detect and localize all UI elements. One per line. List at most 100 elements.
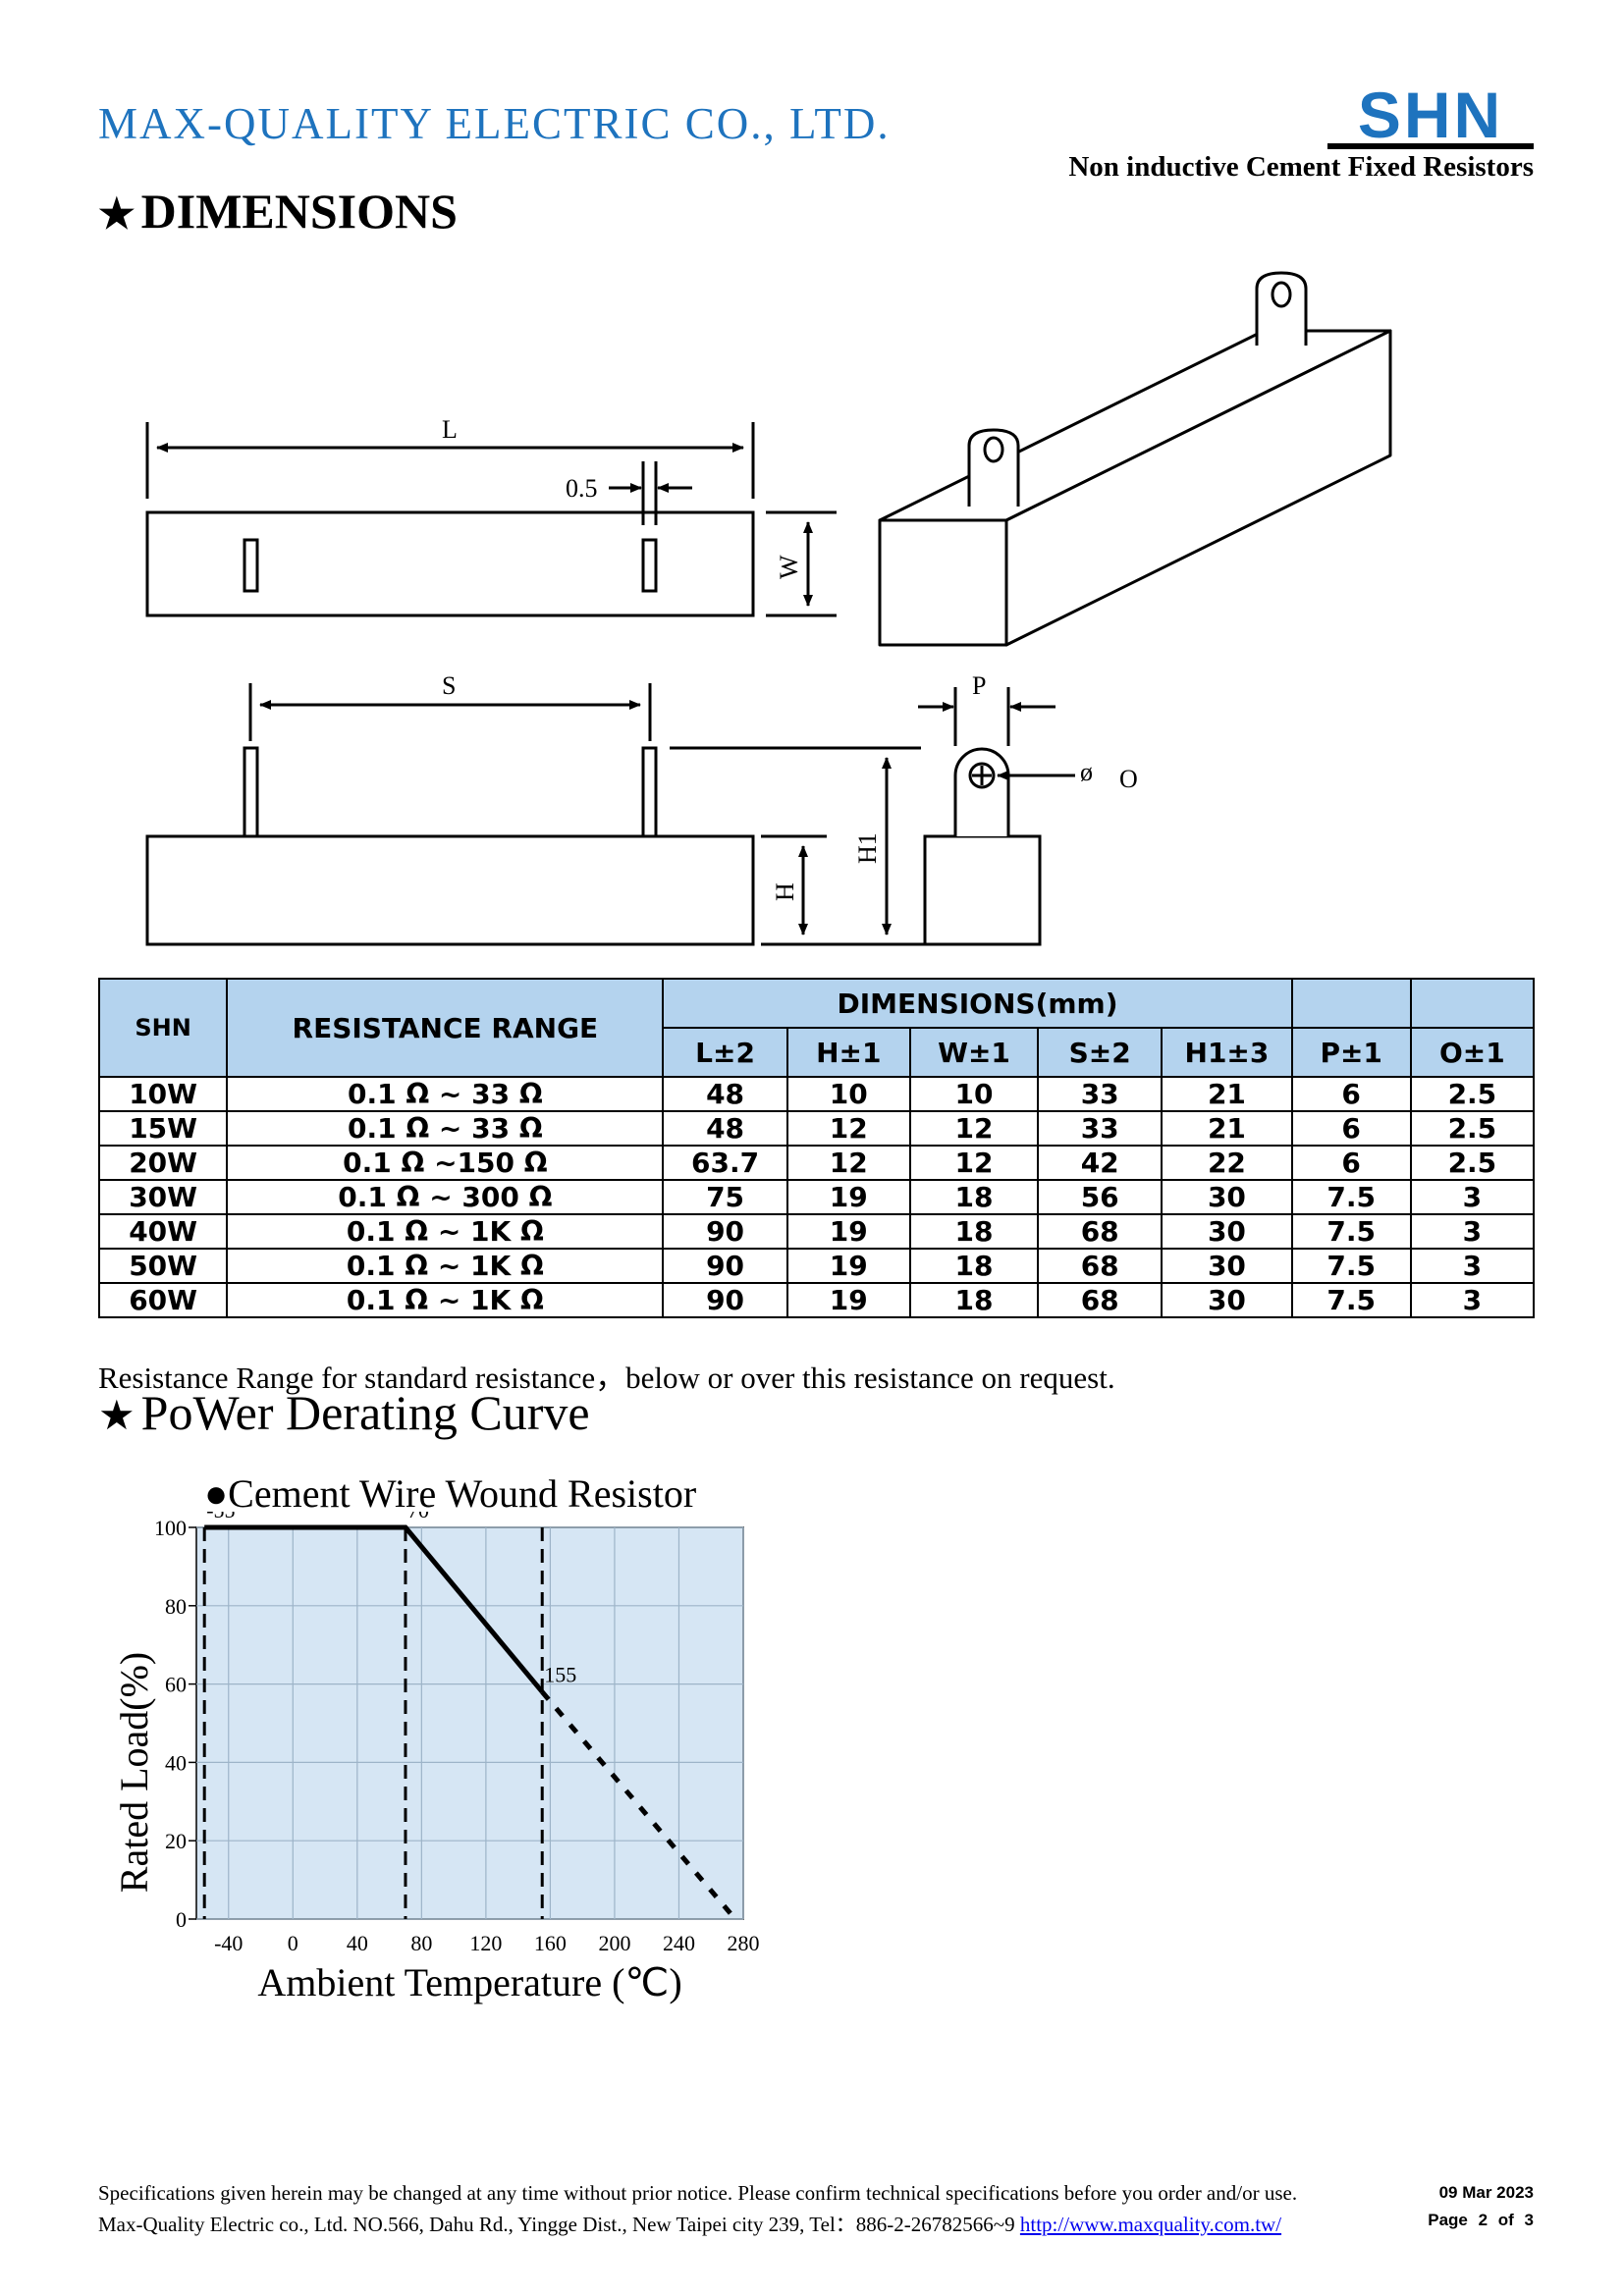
table-row: 15W 0.1 Ω ~ 33 Ω 48 12 12 33 21 6 2.5 [97,1110,1536,1147]
table-cell: 3 [1409,1179,1536,1215]
table-cell-range: 0.1 Ω ~ 1K Ω [226,1248,665,1284]
table-cell: 30 [1161,1213,1293,1250]
y-tick-label: 20 [165,1829,187,1853]
table-cell: 19 [785,1282,911,1318]
dim-label-H: H [771,882,799,901]
resistance-note: Resistance Range for standard resistance… [98,1361,1115,1395]
table-cell: 48 [662,1076,788,1112]
footer-disclaimer: Specifications given herein may be chang… [98,2181,1298,2205]
dimensions-heading: ★DIMENSIONS [98,183,458,240]
derating-heading: ★PoWer Derating Curve [98,1384,590,1441]
table-cell-model: 30W [97,1179,229,1215]
y-tick-label: 80 [165,1594,187,1619]
table-header-blank [1290,978,1412,1029]
chart-title: ●Cement Wire Wound Resistor [204,1471,697,1516]
table-cell: 2.5 [1409,1110,1536,1147]
footer-address: Max-Quality Electric co., Ltd. NO.566, D… [98,2209,1281,2238]
dim-label-L: L [442,415,458,444]
star-icon: ★ [98,192,135,238]
table-cell: 21 [1161,1076,1293,1112]
website-link[interactable]: http://www.maxquality.com.tw/ [1019,2213,1282,2236]
dimension-drawing: L 0.5 W S H H1 P ø O [145,271,1392,946]
end-view-body [923,834,1042,946]
x-axis-label: Ambient Temperature (℃) [257,1960,681,2004]
derating-title: PoWer Derating Curve [140,1385,590,1440]
table-header-column: P±1 [1290,1027,1412,1078]
table-cell: 12 [908,1145,1040,1181]
table-row: 10W 0.1 Ω ~ 33 Ω 48 10 10 33 21 6 2.5 [97,1076,1536,1112]
x-tick-label: 120 [469,1931,502,1955]
table-cell-model: 40W [97,1213,229,1250]
table-cell: 6 [1290,1076,1412,1112]
y-axis-label: Rated Load(%) [112,1652,156,1893]
table-cell: 48 [662,1110,788,1147]
dim-label-gap: 0.5 [566,474,598,503]
table-cell: 3 [1409,1248,1536,1284]
table-cell: 18 [908,1179,1040,1215]
series-line-dotted [540,1689,737,1921]
series-line-solid [204,1524,545,1694]
table-cell: 90 [662,1213,788,1250]
table-cell: 18 [908,1213,1040,1250]
table-cell: 3 [1409,1282,1536,1318]
dim-label-O: O [1119,765,1138,793]
table-cell: 19 [785,1179,911,1215]
footer-address-text: Max-Quality Electric co., Ltd. NO.566, D… [98,2213,1020,2236]
side-view-terminal-left [243,746,259,838]
x-tick-label: 200 [598,1931,630,1955]
company-name: MAX-QUALITY ELECTRIC CO., LTD. [98,99,891,148]
table-cell: 12 [785,1110,911,1147]
table-cell: 68 [1037,1213,1164,1250]
isometric-resistor [878,271,1392,647]
table-cell: 68 [1037,1248,1164,1284]
table-cell: 6 [1290,1145,1412,1181]
dim-label-H1: H1 [853,832,882,864]
table-cell: 19 [785,1213,911,1250]
x-tick-label: 280 [728,1931,760,1955]
table-row: 60W 0.1 Ω ~ 1K Ω 90 19 18 68 30 7.5 3 [97,1282,1536,1318]
table-cell-range: 0.1 Ω ~ 33 Ω [226,1076,665,1112]
table-cell: 7.5 [1290,1282,1412,1318]
table-cell-range: 0.1 Ω ~ 1K Ω [226,1282,665,1318]
y-tick-label: 60 [165,1673,187,1697]
x-tick-label: 240 [663,1931,695,1955]
top-view-body [145,510,755,617]
table-header-model: SHN [97,978,229,1078]
brand-logo-text: SHN [1327,82,1534,149]
dim-label-W: W [775,555,803,579]
x-tick-label: 80 [410,1931,432,1955]
point-annotation: 155 [544,1663,576,1687]
table-cell-range: 0.1 Ω ~ 1K Ω [226,1213,665,1250]
end-view-terminal [953,747,1010,836]
derating-chart: -4004080120160200240280020406080100-5570… [112,1512,760,2004]
top-view-terminal-left [243,538,259,593]
footer-date: 09 Mar 2023 [1438,2183,1534,2202]
table-header-column: H1±3 [1161,1027,1293,1078]
footer-page-number: Page 2 of 3 [1428,2211,1534,2229]
point-annotation: -55 [206,1512,235,1522]
dim-label-P: P [972,671,986,700]
table-cell: 68 [1037,1282,1164,1318]
table-header-dimensions: DIMENSIONS(mm) [662,978,1293,1029]
table-cell: 7.5 [1290,1213,1412,1250]
table-cell: 42 [1037,1145,1164,1181]
table-cell-model: 10W [97,1076,229,1112]
table-row: 30W 0.1 Ω ~ 300 Ω 75 19 18 56 30 7.5 3 [97,1179,1536,1215]
table-cell: 7.5 [1290,1179,1412,1215]
table-cell: 12 [908,1110,1040,1147]
x-tick-label: 160 [534,1931,567,1955]
table-row: 40W 0.1 Ω ~ 1K Ω 90 19 18 68 30 7.5 3 [97,1213,1536,1250]
table-cell: 19 [785,1248,911,1284]
table-cell-model: 20W [97,1145,229,1181]
table-cell: 2.5 [1409,1076,1536,1112]
y-tick-label: 100 [154,1516,187,1540]
table-cell: 30 [1161,1179,1293,1215]
y-tick-label: 0 [176,1907,187,1932]
brand-logo: SHN [1327,82,1534,149]
plot-area [195,1526,744,1920]
table-cell-range: 0.1 Ω ~ 300 Ω [226,1179,665,1215]
table-cell: 33 [1037,1076,1164,1112]
table-cell-model: 15W [97,1110,229,1147]
table-cell-range: 0.1 Ω ~150 Ω [226,1145,665,1181]
table-cell: 22 [1161,1145,1293,1181]
